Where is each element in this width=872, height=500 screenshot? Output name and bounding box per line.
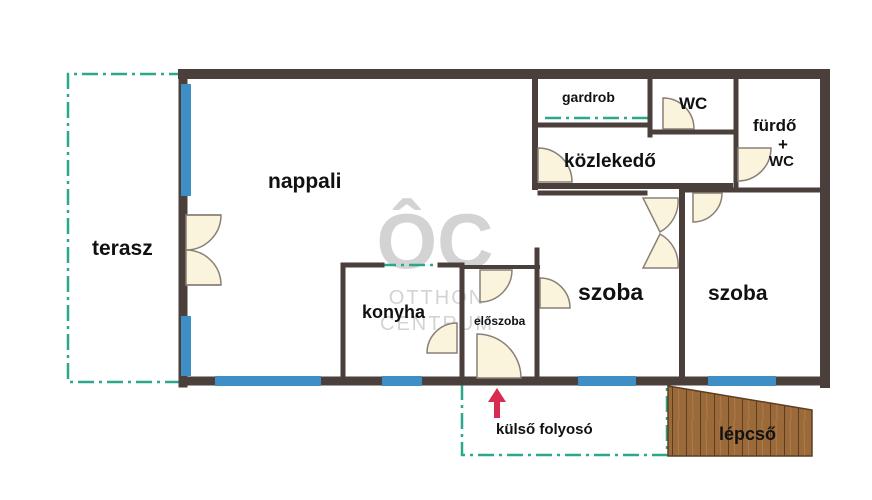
dashed-outlines bbox=[66, 72, 669, 457]
window bbox=[181, 316, 191, 376]
wc-door bbox=[662, 97, 695, 130]
window bbox=[578, 376, 636, 386]
walls bbox=[178, 69, 830, 388]
watermark-logo: ÔC bbox=[377, 197, 494, 285]
label-terasz: terasz bbox=[92, 237, 153, 260]
label-kulso-folyoso: külső folyosó bbox=[496, 421, 593, 438]
label-nappali: nappali bbox=[268, 170, 342, 193]
bedroom1-door bbox=[641, 197, 679, 234]
terrace-door bbox=[185, 249, 222, 286]
label-szoba-2: szoba bbox=[708, 282, 768, 305]
label-kozlekedo: közlekedő bbox=[564, 151, 656, 172]
kitchen-door bbox=[426, 322, 458, 354]
window bbox=[215, 376, 321, 386]
hall-top-door bbox=[479, 269, 513, 303]
label-lepcso: lépcső bbox=[719, 424, 776, 444]
label-szoba-1: szoba bbox=[578, 279, 643, 305]
label-furdo: fürdő bbox=[753, 116, 796, 135]
label-wc: WC bbox=[679, 94, 707, 113]
bedroom1-door bbox=[641, 232, 679, 269]
terrace-door bbox=[185, 214, 222, 251]
outer-corridor-outline bbox=[460, 384, 669, 457]
label-eloszoba: előszoba bbox=[474, 314, 526, 328]
entrance-arrow-icon bbox=[488, 388, 506, 418]
bedroom2-door bbox=[692, 192, 723, 223]
label-furdo-plus: + bbox=[778, 135, 788, 154]
stairs bbox=[667, 385, 813, 457]
stairs-shape bbox=[667, 385, 813, 457]
label-konyha: konyha bbox=[362, 302, 426, 322]
label-furdo-wc: WC bbox=[769, 153, 794, 170]
terrace-outline bbox=[66, 72, 185, 384]
doors bbox=[185, 97, 772, 379]
window bbox=[181, 84, 191, 196]
hall-bedroom-door bbox=[539, 277, 571, 309]
label-gardrob: gardrob bbox=[562, 89, 615, 105]
room-labels: nappali terasz gardrob WC fürdő + WC köz… bbox=[92, 89, 796, 444]
window bbox=[382, 376, 422, 386]
kozlekedo-door bbox=[537, 147, 573, 183]
windows bbox=[181, 84, 776, 386]
entrance-door bbox=[476, 333, 522, 379]
bathroom-door bbox=[737, 147, 772, 182]
window bbox=[708, 376, 776, 386]
